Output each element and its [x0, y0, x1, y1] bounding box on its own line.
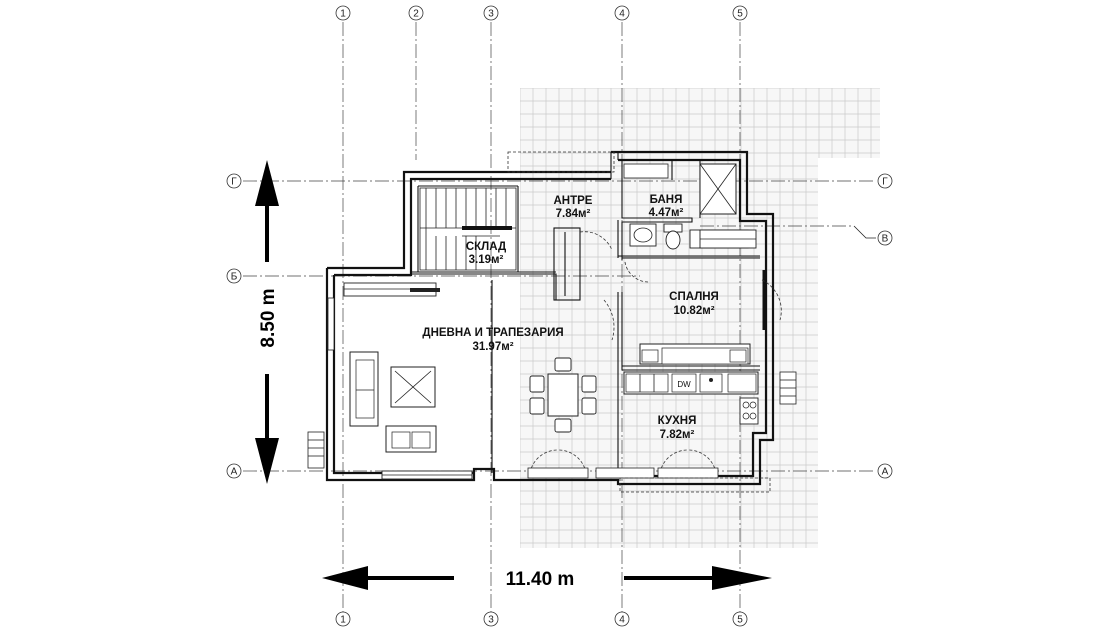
svg-text:4: 4: [619, 9, 625, 20]
room-label-kuhnya: КУХНЯ 7.82м²: [658, 415, 697, 441]
grid-bubble-row-a-right: А: [877, 463, 893, 479]
svg-text:Б: Б: [231, 272, 238, 283]
grid-axes: [243, 22, 876, 612]
room-label-sklad: СКЛАД 3.19м²: [466, 241, 506, 266]
svg-text:7.82м²: 7.82м²: [660, 429, 695, 441]
svg-text:Г: Г: [882, 177, 888, 188]
grid-bubble-col-3-top: 3: [483, 5, 499, 21]
room-label-dnevna: ДНЕВНА И ТРАПЕЗАРИЯ 31.97м²: [422, 327, 563, 353]
kitchen-counter: DW: [623, 371, 759, 395]
svg-text:7.84м²: 7.84м²: [556, 208, 591, 220]
staircase: [419, 187, 517, 271]
svg-text:АНТРЕ: АНТРЕ: [554, 195, 593, 207]
dining-table: [529, 357, 597, 433]
svg-text:10.82м²: 10.82м²: [673, 305, 714, 317]
svg-text:5: 5: [737, 615, 743, 626]
vertical-dimension-arrow: [255, 160, 279, 484]
bed: [639, 343, 751, 365]
horizontal-dimension-arrow: [322, 566, 772, 590]
grid-bubble-row-v-right: В: [877, 230, 893, 246]
width-dimension-label: 11.40 m: [506, 569, 575, 590]
svg-text:В: В: [882, 234, 889, 245]
dishwasher-label: DW: [677, 380, 691, 389]
grid-bubble-col-1-top: 1: [335, 5, 351, 21]
grid-bubble-row-g-right: Г: [877, 173, 893, 189]
outdoor-unit-right: [779, 371, 797, 405]
grid-bubble-row-g-left: Г: [226, 173, 242, 189]
grid-bubble-col-4-top: 4: [614, 5, 630, 21]
room-label-spalnya: СПАЛНЯ 10.82м²: [669, 291, 719, 317]
height-dimension-label: 8.50 m: [258, 288, 279, 347]
shower: [699, 163, 737, 215]
svg-text:КУХНЯ: КУХНЯ: [658, 415, 697, 427]
svg-text:СКЛАД: СКЛАД: [466, 241, 506, 253]
svg-text:ДНЕВНА И ТРАПЕЗАРИЯ: ДНЕВНА И ТРАПЕЗАРИЯ: [422, 327, 563, 339]
svg-text:4: 4: [619, 615, 625, 626]
svg-text:1: 1: [340, 615, 346, 626]
grid-bubble-row-a-left: А: [226, 463, 242, 479]
grid-bubble-col-5-top: 5: [732, 5, 748, 21]
coffee-table: [390, 366, 436, 408]
sofa: [349, 351, 379, 427]
room-label-antre: АНТРЕ 7.84м²: [554, 195, 593, 220]
room-label-banya: БАНЯ 4.47м²: [649, 194, 684, 219]
svg-text:А: А: [231, 467, 238, 478]
grid-bubble-col-4-bottom: 4: [614, 611, 630, 627]
svg-text:СПАЛНЯ: СПАЛНЯ: [669, 291, 719, 303]
doors: [507, 151, 782, 493]
svg-text:31.97м²: 31.97м²: [472, 341, 513, 353]
svg-text:2: 2: [413, 9, 419, 20]
outdoor-unit-left: [307, 431, 325, 469]
stove: [739, 397, 759, 425]
grid-bubble-col-3-bottom: 3: [483, 611, 499, 627]
grid-bubble-col-5-bottom: 5: [732, 611, 748, 627]
washbasin: [629, 223, 657, 247]
armchair: [385, 425, 437, 453]
svg-text:А: А: [882, 467, 889, 478]
bathroom-cabinet: [623, 163, 669, 179]
svg-text:3: 3: [488, 615, 494, 626]
wardrobe: [699, 229, 757, 249]
svg-text:5: 5: [737, 9, 743, 20]
svg-text:Г: Г: [231, 177, 237, 188]
grid-bubble-row-b-left: Б: [226, 268, 242, 284]
svg-text:3: 3: [488, 9, 494, 20]
svg-text:3.19м²: 3.19м²: [469, 254, 504, 266]
svg-text:1: 1: [340, 9, 346, 20]
toilet: [663, 223, 683, 250]
grid-bubble-col-2-top: 2: [408, 5, 424, 21]
svg-text:БАНЯ: БАНЯ: [650, 194, 683, 206]
grid-bubble-col-1-bottom: 1: [335, 611, 351, 627]
svg-text:4.47м²: 4.47м²: [649, 207, 684, 219]
